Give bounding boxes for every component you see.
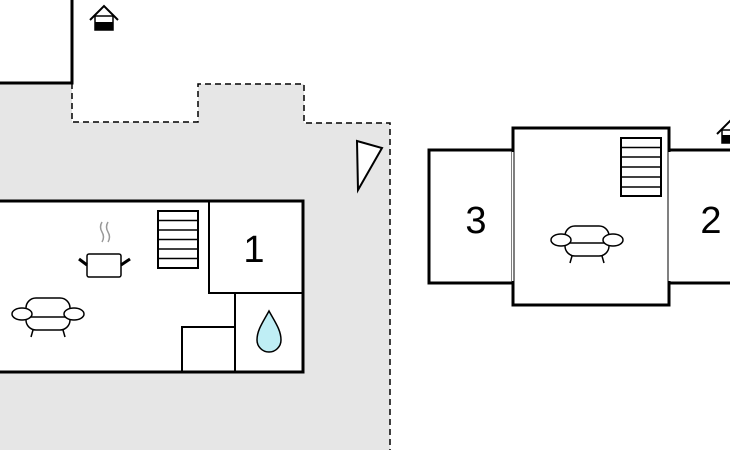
room-label-2: 2: [700, 200, 721, 242]
room-label-3: 3: [465, 200, 486, 242]
main-building: [0, 199, 305, 374]
sofa-icon: [550, 225, 624, 264]
stairs-icon: [620, 137, 662, 197]
sunshade-icon: [355, 139, 384, 194]
stairs-icon: [157, 210, 199, 269]
house-entrance-icon: [716, 119, 730, 144]
terrace-dashed-outline: [71, 83, 391, 450]
water-drop-icon: [256, 309, 282, 353]
room-3: [427, 148, 515, 285]
room-label-1: 1: [243, 229, 264, 271]
small-closet: [181, 326, 236, 373]
cooking-pot-icon: [78, 221, 131, 278]
sofa-icon: [11, 297, 85, 338]
top-left-building: [0, 0, 74, 85]
house-entrance-icon: [89, 4, 119, 31]
